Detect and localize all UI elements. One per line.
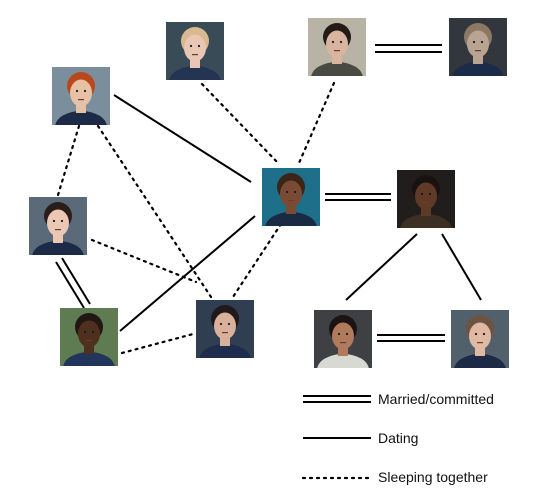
portrait-saru (449, 18, 507, 76)
connection-lines (55, 44, 482, 355)
portrait-blonde-officer (166, 22, 224, 80)
portrait-tilly (52, 67, 110, 125)
sleeping-lines (56, 81, 336, 355)
portrait-image (52, 67, 110, 125)
legend-married-sample (303, 395, 371, 403)
portrait-image (314, 310, 372, 368)
portrait-detmer (29, 197, 87, 255)
married-lines (55, 44, 445, 342)
portrait-image (60, 308, 118, 366)
portrait-burnham (262, 168, 320, 226)
legend-dating-label: Dating (378, 430, 419, 446)
portrait-image (196, 300, 254, 358)
portrait-image (397, 170, 455, 228)
portrait-culber (314, 310, 372, 368)
portrait-owosekun (60, 308, 118, 366)
portrait-image (451, 310, 509, 368)
portrait-stamets (451, 310, 509, 368)
portrait-image (166, 22, 224, 80)
dating-lines (113, 94, 482, 332)
portrait-dark-hair-woman (308, 18, 366, 76)
portrait-image (308, 18, 366, 76)
portrait-image (29, 197, 87, 255)
portrait-dark-hair-man (196, 300, 254, 358)
portrait-image (449, 18, 507, 76)
legend-sleeping-label: Sleeping together (378, 469, 488, 485)
legend-samples (301, 395, 373, 480)
legend-married-label: Married/committed (378, 391, 494, 407)
portrait-book (397, 170, 455, 228)
portrait-image (262, 168, 320, 226)
